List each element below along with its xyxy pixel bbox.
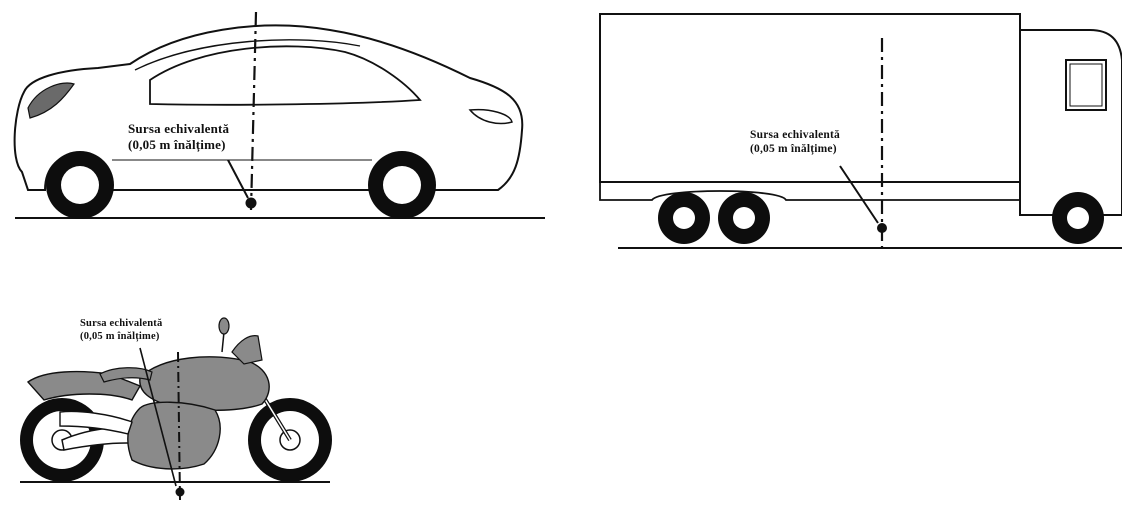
motorcycle-diagram: Sursa echivalentă (0,05 m înălțime) [0, 300, 360, 510]
motorcycle-source-label: Sursa echivalentă (0,05 m înălțime) [80, 317, 162, 343]
moto-engine [128, 402, 220, 469]
motorcycle-drawing [0, 300, 360, 510]
car-source-point [246, 198, 257, 209]
truck-rear-hub-2 [733, 207, 755, 229]
car-label-line2: (0,05 m înălțime) [128, 137, 229, 153]
truck-label-line1: Sursa echivalentă [750, 128, 840, 142]
moto-source-point [176, 488, 185, 497]
car-label-line1: Sursa echivalentă [128, 121, 229, 137]
truck-cab-window [1066, 60, 1106, 110]
car-rear-hub [61, 166, 99, 204]
truck-front-hub [1067, 207, 1089, 229]
car-diagram: Sursa echivalentă (0,05 m înălțime) [0, 0, 560, 235]
moto-label-line2: (0,05 m înălțime) [80, 330, 162, 343]
truck-diagram: Sursa echivalentă (0,05 m înălțime) [590, 0, 1122, 265]
moto-mirror-stem [222, 332, 224, 352]
car-source-label: Sursa echivalentă (0,05 m înălțime) [128, 121, 229, 154]
truck-drawing [590, 0, 1122, 265]
truck-source-label: Sursa echivalentă (0,05 m înălțime) [750, 128, 840, 157]
truck-cargo-box [600, 14, 1020, 182]
truck-label-line2: (0,05 m înălțime) [750, 142, 840, 156]
car-front-hub [383, 166, 421, 204]
truck-rear-hub-1 [673, 207, 695, 229]
truck-source-point [877, 223, 887, 233]
truck-cab [1020, 30, 1122, 215]
moto-label-line1: Sursa echivalentă [80, 317, 162, 330]
car-drawing [0, 0, 560, 235]
moto-mirror [219, 318, 229, 334]
